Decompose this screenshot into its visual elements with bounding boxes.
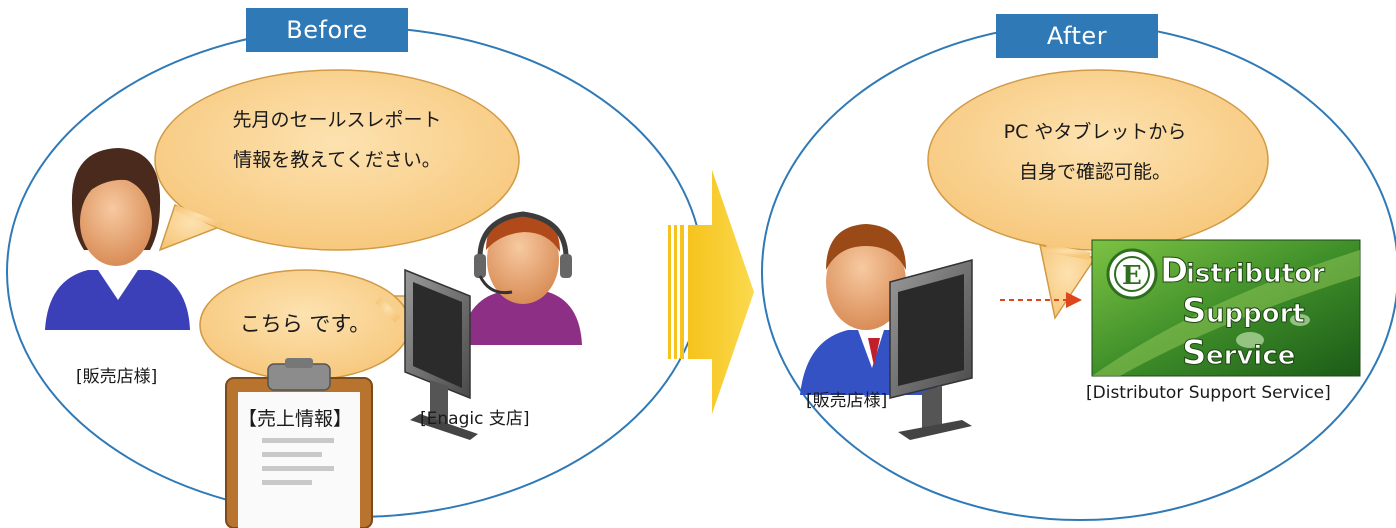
after-tab: After — [996, 14, 1158, 58]
answer-text: PC やタブレットから 自身で確認可能。 — [950, 112, 1240, 192]
speech-bubble-answer — [927, 69, 1269, 320]
branch-operator-icon — [460, 211, 582, 345]
pc-monitor-icon — [889, 259, 973, 440]
svg-text:ervice: ervice — [1206, 341, 1295, 371]
answer-line-1: PC やタブレットから — [1003, 121, 1187, 143]
svg-text:D: D — [1160, 251, 1188, 291]
reply-text: こちら です。 — [239, 312, 371, 336]
dss-logo-lettering: D istributor S upport S ervice — [1160, 251, 1326, 374]
distributor-label-after: [販売店様] — [806, 391, 888, 411]
question-line-2: 情報を教えてください。 — [233, 149, 441, 171]
clipboard-title: 【売上情報】 — [238, 408, 353, 430]
dss-logo-panel: E — [1091, 239, 1361, 377]
svg-text:S: S — [1182, 291, 1207, 331]
svg-text:E: E — [1122, 261, 1142, 291]
distributor-label-before: [販売店様] — [76, 367, 158, 387]
branch-label: [Enagic 支店] — [420, 409, 530, 429]
dss-label: [Distributor Support Service] — [1086, 383, 1331, 403]
question-text: 先月のセールスレポート 情報を教えてください。 — [187, 100, 487, 180]
clipboard-icon — [225, 358, 373, 528]
speech-bubble-question — [154, 69, 520, 252]
answer-line-2: 自身で確認可能。 — [1018, 161, 1171, 183]
svg-text:S: S — [1182, 333, 1207, 373]
before-tab: Before — [246, 8, 408, 52]
transition-arrow — [668, 170, 754, 414]
question-line-1: 先月のセールスレポート — [232, 109, 442, 131]
branch-monitor-icon — [404, 268, 478, 440]
svg-text:upport: upport — [1206, 299, 1305, 329]
distributor-person-icon — [45, 148, 190, 330]
access-arrow — [1000, 292, 1082, 308]
svg-text:istributor: istributor — [1186, 259, 1325, 289]
